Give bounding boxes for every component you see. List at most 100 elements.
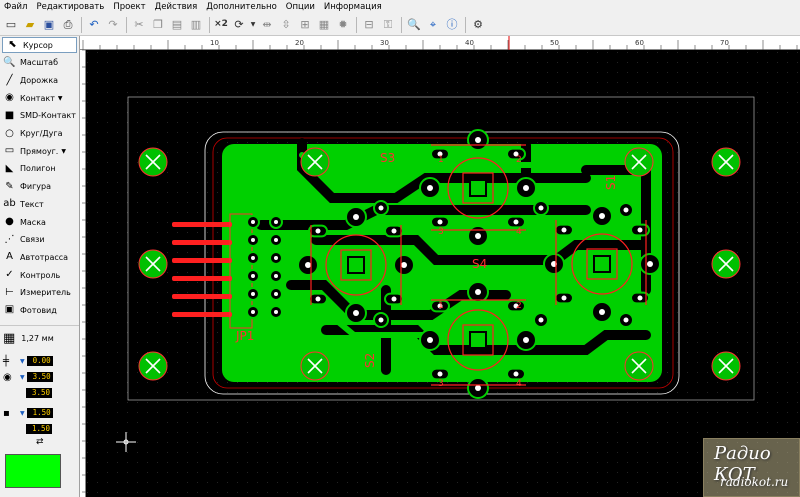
track-width-row: ╪ ▼ 0.00	[0, 353, 79, 369]
mounting-holes	[138, 147, 741, 381]
board-outline-outer	[127, 96, 755, 401]
ruler-label: 30	[380, 39, 389, 47]
print-icon[interactable]: ⎙	[63, 18, 73, 31]
menu-edit[interactable]: Редактировать	[36, 2, 105, 12]
grid-setting[interactable]: ▦ 1,27 мм	[0, 325, 79, 347]
pad-hole	[401, 262, 407, 268]
redo-icon[interactable]: ↷	[108, 18, 118, 31]
tool-pad[interactable]: ◉Контакт▼	[0, 89, 79, 107]
mirror-h-icon[interactable]: ⇹	[262, 18, 272, 31]
pad-hole	[513, 303, 519, 309]
dropdown-arrow-icon[interactable]: ▼	[57, 94, 63, 102]
photoview-icon: ▣	[4, 304, 15, 316]
pad-hole	[523, 185, 529, 191]
tool-links[interactable]: ⋰Связи	[0, 231, 79, 249]
smd-width-value[interactable]: 1.50	[26, 408, 53, 419]
save-icon[interactable]: ▣	[43, 18, 55, 31]
pad-hole	[251, 238, 255, 242]
open-icon[interactable]: ▰	[25, 18, 35, 31]
layer-color-swatch[interactable]	[5, 454, 61, 489]
dropdown-arrow-icon[interactable]: ▼	[61, 147, 66, 155]
toolbar-separator	[465, 16, 466, 33]
measure-icon: ⊢	[5, 286, 14, 298]
multiply-icon[interactable]: ×2	[214, 19, 228, 29]
group-ops-icon[interactable]: ⊟	[364, 18, 374, 31]
smd-size-icon: ▪	[3, 407, 10, 419]
label-s3: S3	[380, 151, 395, 165]
pcb-board[interactable]: S3 S1 S4 S2 JP1 1 2 3 4 1 2 3 4	[86, 50, 800, 497]
polygon-icon: ◣	[5, 162, 14, 174]
menu-info[interactable]: Информация	[323, 2, 382, 12]
tool-circle[interactable]: ○Круг/Дуга	[0, 125, 79, 143]
rotate-icon[interactable]: ⟳	[234, 18, 244, 31]
cut-icon[interactable]: ✂	[134, 18, 144, 31]
tool-polygon[interactable]: ◣Полигон	[0, 160, 79, 178]
scanner-icon[interactable]: ⌖	[429, 18, 437, 31]
pcb-canvas[interactable]: S3 S1 S4 S2 JP1 1 2 3 4 1 2 3 4	[86, 50, 800, 497]
info-icon[interactable]: ⓘ	[446, 18, 458, 31]
circle-icon: ○	[5, 127, 14, 139]
tool-mask[interactable]: ●Маска	[0, 213, 79, 231]
pad-hole	[427, 337, 433, 343]
menu-project[interactable]: Проект	[113, 2, 146, 12]
menu-file[interactable]: Файл	[4, 2, 28, 12]
dropdown-arrow-icon[interactable]: ▼	[20, 409, 25, 417]
tool-label: Текст	[20, 199, 44, 209]
swap-icon[interactable]: ⇄	[36, 437, 44, 448]
tool-zoom[interactable]: 🔍Масштаб	[0, 54, 79, 72]
pad-outer-value[interactable]: 3.50	[26, 372, 53, 383]
pad-hole	[513, 151, 519, 157]
tool-track[interactable]: ╱Дорожка	[0, 72, 79, 90]
copy-icon[interactable]: ❐	[153, 18, 163, 31]
pad-hole	[623, 207, 629, 213]
tool-label: Контакт	[20, 93, 55, 103]
pad-hole	[513, 219, 519, 225]
ruler-label: 40	[465, 39, 474, 47]
toolbar-separator	[81, 16, 82, 33]
tool-drc[interactable]: ✓Контроль	[0, 266, 79, 284]
dropdown-arrow-icon[interactable]: ▼	[20, 357, 25, 365]
hole-cross-mark	[307, 358, 323, 374]
tool-smd[interactable]: ■SMD-Контакт	[0, 107, 79, 125]
delete-icon[interactable]: ▥	[190, 18, 202, 31]
smd-height-value[interactable]: 1.50	[26, 424, 52, 435]
tool-measure[interactable]: ⊢Измеритель	[0, 284, 79, 302]
menu-extra[interactable]: Дополнительно	[206, 2, 277, 12]
pads	[246, 129, 661, 399]
dropdown-arrow-icon[interactable]: ▼	[250, 20, 256, 28]
pad-hole	[274, 292, 278, 296]
label-jp1: JP1	[235, 329, 254, 343]
pad-hole	[315, 228, 321, 234]
sun-icon[interactable]: ✹	[338, 18, 348, 31]
pad-hole	[623, 317, 629, 323]
tool-figure[interactable]: ✎Фигура	[0, 178, 79, 196]
links-icon: ⋰	[4, 233, 15, 245]
align-icon[interactable]: ⊞	[300, 18, 310, 31]
new-icon[interactable]: ▭	[5, 18, 17, 31]
label-s1: S1	[604, 175, 618, 190]
lock-icon[interactable]: ⚿	[383, 18, 393, 31]
pad-hole	[353, 214, 359, 220]
hole-cross-mark	[307, 154, 323, 170]
mirror-v-icon[interactable]: ⇳	[281, 18, 291, 31]
tool-cursor[interactable]: ⬉Курсор	[2, 37, 77, 53]
tool-photoview[interactable]: ▣Фотовид	[0, 302, 79, 320]
pad-inner-value[interactable]: 3.50	[26, 388, 52, 399]
track-width-value[interactable]: 0.00	[26, 356, 53, 367]
pad-hole	[378, 205, 384, 211]
tool-rect[interactable]: ▭Прямоуг.▼	[0, 142, 79, 160]
group-icon[interactable]: ▦	[318, 18, 330, 31]
dropdown-arrow-icon[interactable]: ▼	[20, 373, 25, 381]
zoom-icon[interactable]: 🔍	[407, 18, 421, 31]
menu-options[interactable]: Опции	[285, 2, 315, 12]
tool-sidebar: ⬉Курсор🔍Масштаб╱Дорожка◉Контакт▼■SMD-Кон…	[0, 36, 80, 497]
paste-icon[interactable]: ▤	[171, 18, 183, 31]
menu-actions[interactable]: Действия	[154, 2, 198, 12]
undo-icon[interactable]: ↶	[89, 18, 99, 31]
settings-icon[interactable]: ⚙	[473, 18, 483, 31]
switch-outlines	[310, 144, 647, 386]
